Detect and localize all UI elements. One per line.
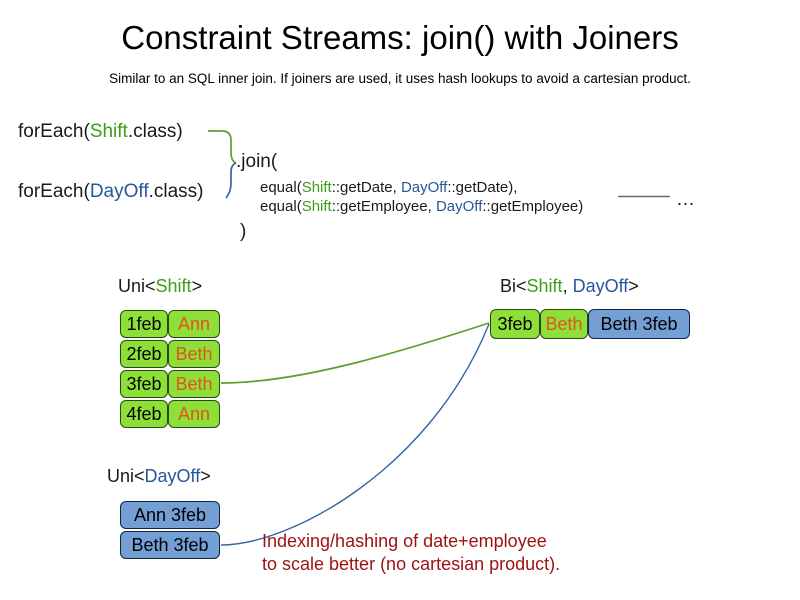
joiner-prefix: equal( [260,198,302,215]
ellipsis-text: … [676,189,695,210]
label-prefix: Uni< [118,276,156,296]
page-subtitle: Similar to an SQL inner join. If joiners… [109,71,691,86]
joiner-right-method: ::getDate), [447,179,518,196]
stream-label-bi: Bi<Shift, DayOff> [500,275,639,297]
code-joiner-equal-date: equal(Shift::getDate, DayOff::getDate), [260,178,517,197]
dayoff-fact: Beth 3feb [120,531,220,559]
dayoff-fact: Ann 3feb [120,501,220,529]
link-dayoff-row-to-bi [220,323,490,546]
label-suffix: > [628,276,639,296]
bi-fact-dayoff: Beth 3feb [588,309,690,339]
for-each-prefix: forEach( [18,121,90,142]
shift-fact-employee: Ann [168,400,220,428]
label-suffix: > [191,276,203,296]
token-dayoff: DayOff [572,276,629,296]
link-shift-to-join [208,130,237,164]
annotation-text: Indexing/hashing of date+employee to sca… [262,530,560,576]
code-joiner-equal-employee: equal(Shift::getEmployee, DayOff::getEmp… [260,197,583,216]
shift-fact-employee: Beth [168,370,220,398]
stream-label-uni-shift: Uni<Shift> [118,275,202,297]
page-title: Constraint Streams: join() with Joiners [121,19,679,56]
token-dayoff: DayOff [400,179,448,196]
joiner-right-method: ::getEmployee) [482,198,584,215]
for-each-suffix: .class) [127,121,183,142]
code-for-each-shift: forEach(Shift.class) [18,120,183,144]
shift-fact-date: 2feb [120,340,168,368]
for-each-suffix: .class) [148,181,204,202]
token-shift: Shift [155,276,192,296]
for-each-prefix: forEach( [18,181,90,202]
annotation-line-1: Indexing/hashing of date+employee [262,531,547,551]
bi-fact-shift-employee: Beth [540,309,588,339]
code-join-open: .join( [236,151,278,172]
stream-label-uni-dayoff: Uni<DayOff> [107,465,211,487]
label-separator: , [562,276,573,296]
label-suffix: > [200,466,211,486]
joiner-left-method: ::getEmployee, [331,198,436,215]
shift-fact-date: 1feb [120,310,168,338]
token-dayoff: DayOff [89,181,149,202]
joiner-prefix: equal( [260,179,302,196]
token-dayoff: DayOff [144,466,201,486]
joiner-left-method: ::getDate, [331,179,401,196]
code-for-each-dayoff: forEach(DayOff.class) [18,180,204,204]
token-dayoff: DayOff [435,198,483,215]
link-shift-row-to-bi [220,322,490,384]
annotation-line-2: to scale better (no cartesian product). [262,554,561,574]
shift-fact-date: 4feb [120,400,168,428]
label-prefix: Bi< [500,276,527,296]
shift-fact-employee: Ann [168,310,220,338]
token-shift: Shift [89,121,128,142]
link-dayoff-to-join [225,162,237,199]
shift-fact-date: 3feb [120,370,168,398]
token-shift: Shift [526,276,563,296]
code-join-close: ) [240,221,247,242]
token-shift: Shift [301,179,332,196]
token-shift: Shift [301,198,332,215]
shift-fact-employee: Beth [168,340,220,368]
bi-fact-shift-date: 3feb [490,309,540,339]
label-prefix: Uni< [107,466,145,486]
